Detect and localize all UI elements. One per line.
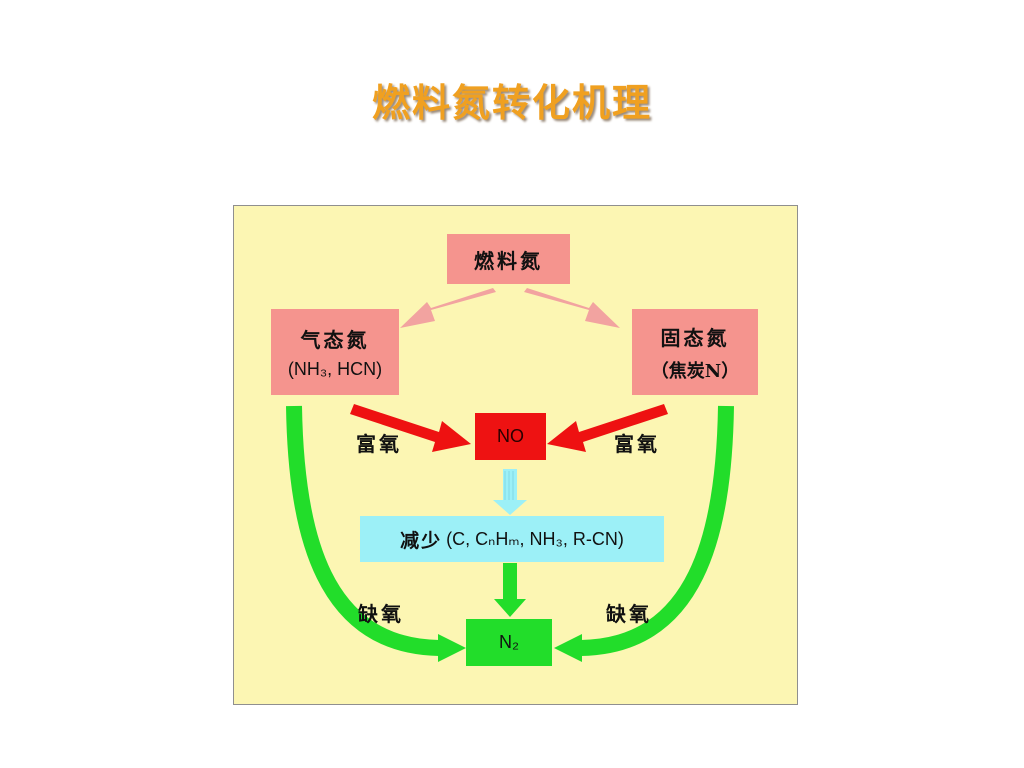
solid-to-no-arrow	[547, 404, 668, 452]
no-box: NO	[475, 413, 546, 460]
gaseous-nitrogen-box: 气态氮 (NH₃, HCN)	[271, 309, 399, 395]
n2-box: N₂	[466, 619, 552, 666]
left-oxygen-lean-label: 缺氧	[358, 602, 404, 626]
fuel-nitrogen-box: 燃料氮	[447, 234, 570, 284]
gas-to-no-arrow	[350, 404, 471, 452]
slide-title: 燃料氮转化机理	[371, 81, 652, 125]
solid-nitrogen-box: 固态氮 （焦炭N）	[632, 309, 758, 395]
solid-nitrogen-formula: （焦炭N）	[650, 360, 740, 382]
right-oxygen-lean-label: 缺氧	[606, 602, 652, 626]
reduction-formula: (C, CₙHₘ, NH₃, R-CN)	[446, 528, 624, 549]
diagram-panel: 燃料氮 气态氮 (NH₃, HCN) 固态氮 （焦炭N） NO 减少 (C, C…	[233, 205, 798, 705]
fuel-to-solid-arrow	[524, 288, 620, 328]
right-oxygen-rich-label: 富氧	[614, 432, 660, 456]
reduction-to-n2-arrow	[494, 563, 526, 617]
fuel-nitrogen-label: 燃料氮	[474, 248, 543, 273]
left-oxygen-rich-label: 富氧	[356, 432, 402, 456]
no-to-reduction-arrow	[493, 469, 527, 515]
n2-label: N₂	[499, 632, 519, 652]
fuel-to-gas-arrow	[400, 288, 496, 328]
solid-nitrogen-label: 固态氮	[660, 325, 730, 350]
solid-to-n2-curve	[580, 405, 734, 656]
no-label: NO	[497, 426, 524, 446]
gaseous-nitrogen-label: 气态氮	[300, 328, 370, 352]
gas-to-n2-curve	[286, 405, 440, 656]
reduction-prefix: 减少	[400, 529, 443, 552]
gaseous-nitrogen-formula: (NH₃, HCN)	[287, 359, 383, 379]
diagram-arrows	[286, 288, 734, 662]
reduction-box: 减少 (C, CₙHₘ, NH₃, R-CN)	[360, 516, 664, 562]
